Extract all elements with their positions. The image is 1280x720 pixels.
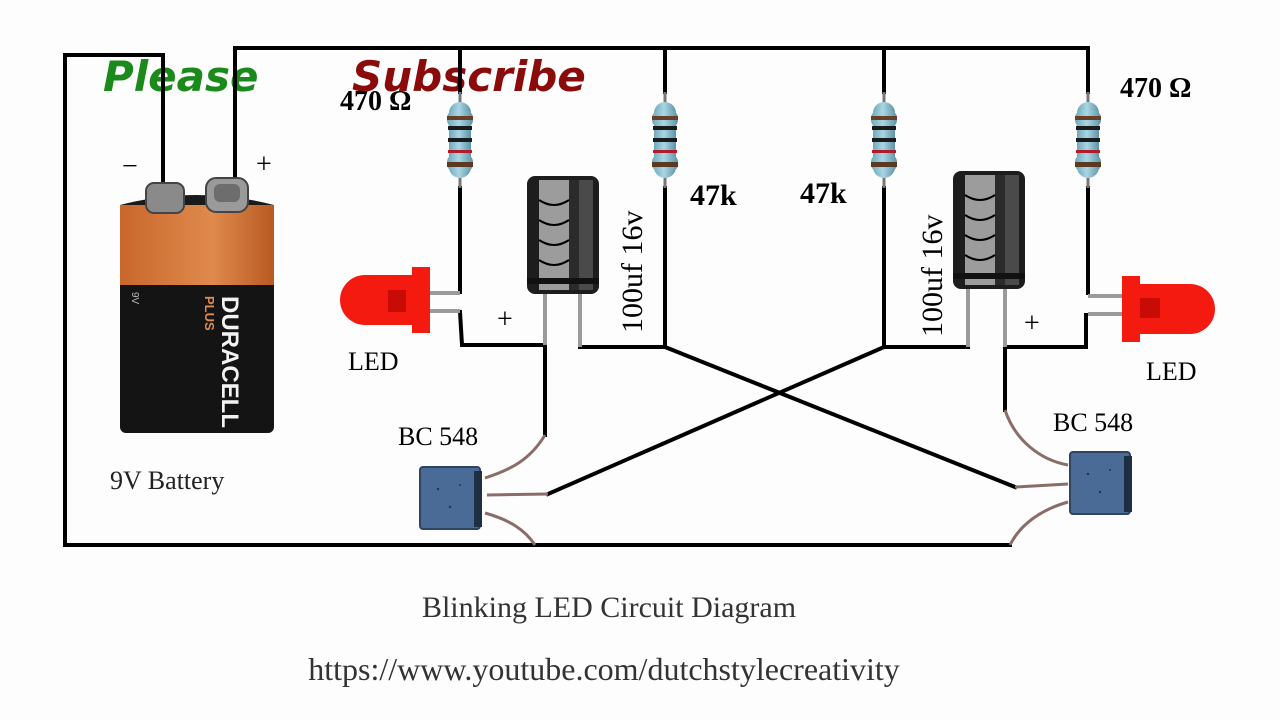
caption-url[interactable]: https://www.youtube.com/dutchstylecreati… [308,651,900,687]
label-led-right: LED [1146,357,1197,386]
label-r-47k-right: 47k [800,177,847,210]
resistor-470-left [445,90,475,190]
resistor-470-right [1073,90,1103,190]
transistor-right [1003,409,1133,546]
label-transistor-left: BC 548 [398,422,478,451]
battery-brand: DURACELL [216,296,243,428]
label-cap-left: 100uf 16v [616,211,649,334]
label-led-left: LED [348,347,399,376]
battery-sub-brand: PLUS [202,296,217,331]
capacitor-right [952,170,1026,347]
led-left [340,267,460,333]
led-right [1088,276,1215,342]
wires [63,46,1090,547]
cap-left-plus: + [497,304,513,335]
cap-right-plus: + [1024,308,1040,339]
battery-label: 9V Battery [110,466,224,495]
capacitor-left [526,175,600,347]
label-transistor-right: BC 548 [1053,408,1133,437]
label-r-470-left: 470 Ω [340,86,411,117]
battery: DURACELL PLUS 9V [120,177,274,433]
label-r-47k-left: 47k [690,179,737,212]
label-r-470-right: 470 Ω [1120,73,1191,104]
banner-please: Please [103,52,259,101]
resistor-47k-right [869,90,899,190]
battery-plus-label: + [256,149,272,180]
banner-subscribe: Subscribe [352,52,586,101]
caption-title: Blinking LED Circuit Diagram [422,591,796,624]
transistor-left [419,434,549,546]
battery-minus-label: − [122,151,138,182]
resistor-47k-left [650,90,680,190]
battery-voltage-mark: 9V [129,292,140,305]
label-cap-right: 100uf 16v [916,215,949,338]
